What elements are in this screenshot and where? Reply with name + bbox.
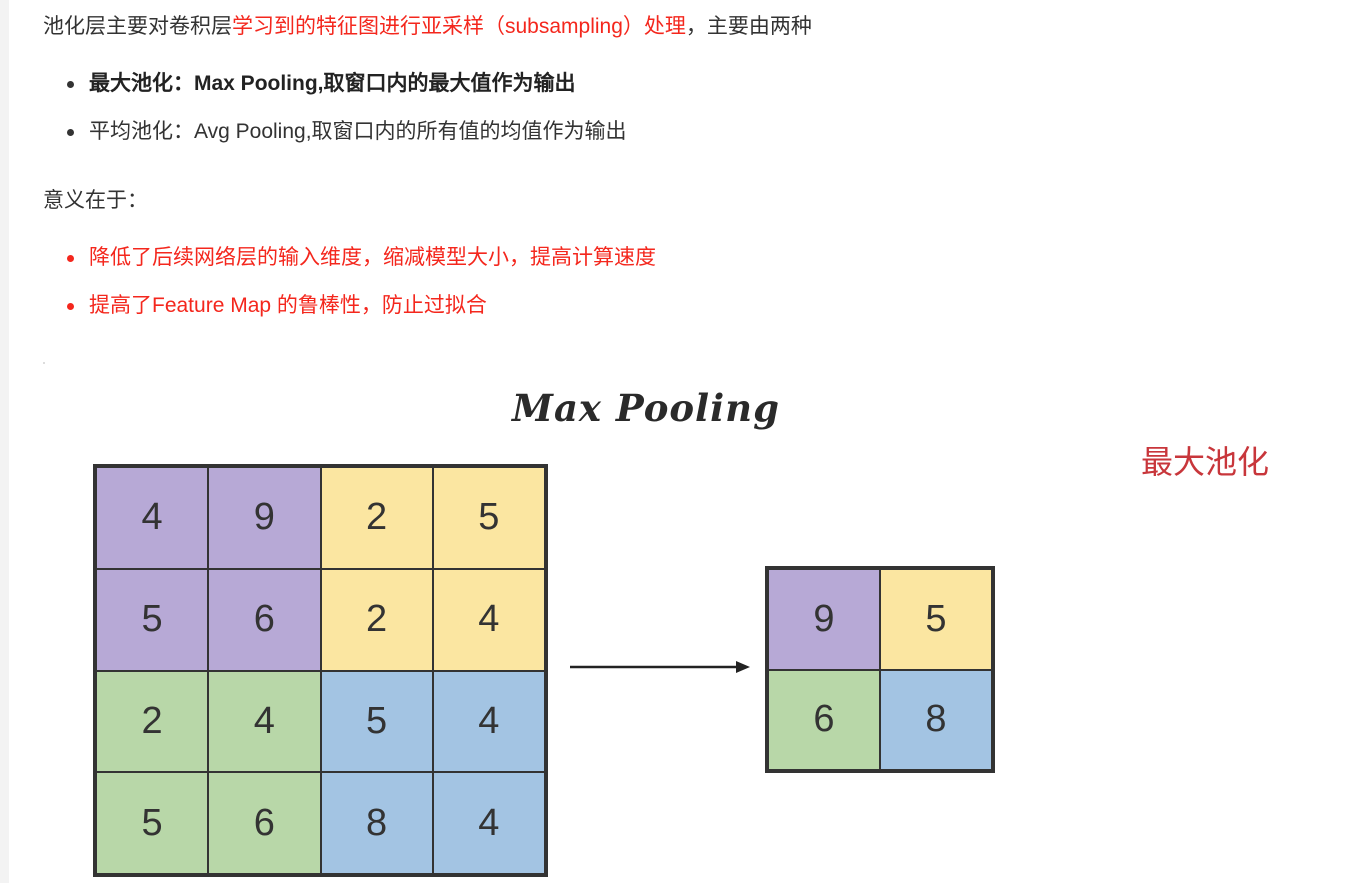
benefits-list: 降低了后续网络层的输入维度，缩减模型大小，提高计算速度 提高了Feature M… xyxy=(43,243,656,339)
list-item-benefit-robustness: 提高了Feature Map 的鲁棒性，防止过拟合 xyxy=(43,291,656,339)
intro-highlight: 学习到的特征图进行亚采样（subsampling）处理 xyxy=(232,15,686,38)
input-grid-cell: 5 xyxy=(320,670,433,773)
input-grid-cell: 2 xyxy=(320,568,433,671)
input-grid-cell: 9 xyxy=(208,467,321,569)
figure-title: Max Pooling xyxy=(512,386,780,430)
input-grid-cell: 6 xyxy=(208,772,321,874)
image-anchor-mark xyxy=(43,362,45,364)
input-grid-cell: 8 xyxy=(320,772,433,874)
input-grid-cell: 5 xyxy=(96,772,209,874)
output-grid-cell: 5 xyxy=(880,569,992,670)
input-grid-cell: 4 xyxy=(432,670,545,773)
input-grid-cell: 4 xyxy=(432,568,545,671)
output-grid-cell: 8 xyxy=(880,669,992,770)
list-item-avg-pooling: 平均池化：Avg Pooling,取窗口内的所有值的均值作为输出 xyxy=(43,117,627,165)
input-grid-cell: 2 xyxy=(96,670,209,773)
meaning-heading: 意义在于： xyxy=(43,189,148,212)
input-grid-cell: 5 xyxy=(96,568,209,671)
page-edge-strip xyxy=(0,0,9,883)
input-grid-cell: 6 xyxy=(208,568,321,671)
output-grid-cell: 6 xyxy=(768,669,880,770)
input-grid-cell: 5 xyxy=(432,467,545,569)
input-grid-cell: 4 xyxy=(96,467,209,569)
intro-suffix: ，主要由两种 xyxy=(685,15,812,38)
input-grid-cell: 4 xyxy=(208,670,321,773)
intro-paragraph: 池化层主要对卷积层学习到的特征图进行亚采样（subsampling）处理，主要由… xyxy=(43,12,812,42)
output-grid-cell: 9 xyxy=(768,569,880,670)
list-item-max-pooling: 最大池化：Max Pooling,取窗口内的最大值作为输出 xyxy=(43,69,627,117)
figure-label: 最大池化 xyxy=(1141,444,1270,480)
arrow-right-icon xyxy=(570,661,750,673)
list-item-benefit-dimension: 降低了后续网络层的输入维度，缩减模型大小，提高计算速度 xyxy=(43,243,656,291)
intro-prefix: 池化层主要对卷积层 xyxy=(43,15,232,38)
input-grid-cell: 4 xyxy=(432,772,545,874)
pool-types-list: 最大池化：Max Pooling,取窗口内的最大值作为输出 平均池化：Avg P… xyxy=(43,69,627,165)
input-grid-cell: 2 xyxy=(320,467,433,569)
